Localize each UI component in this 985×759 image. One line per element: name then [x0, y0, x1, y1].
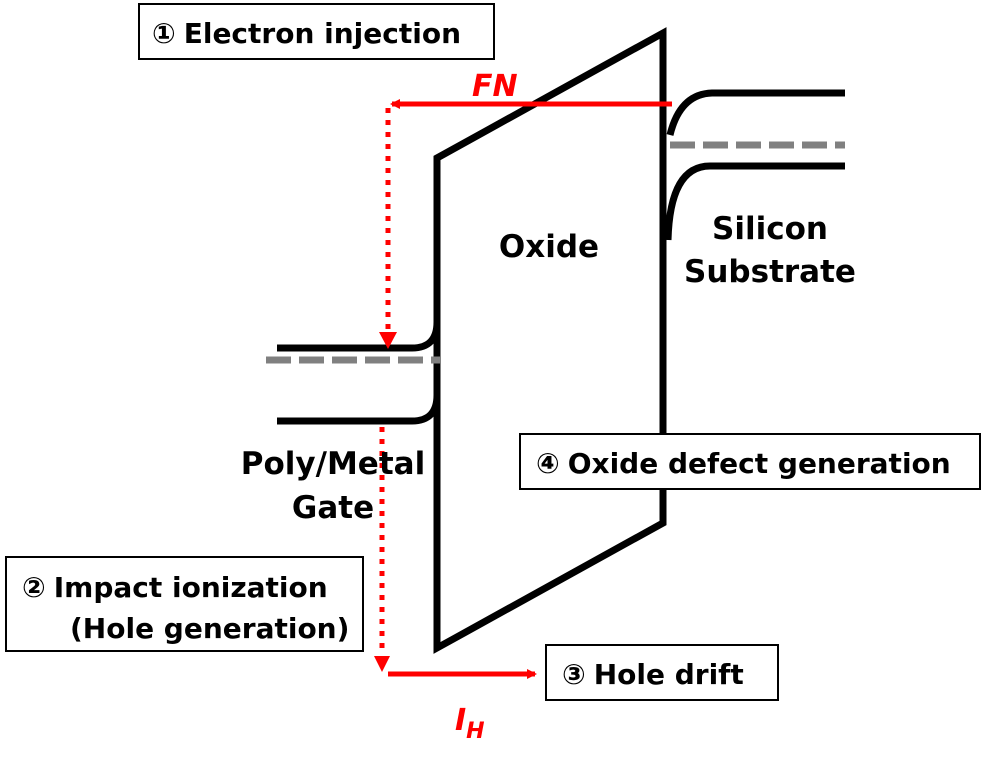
substrate-conduction-band — [666, 89, 845, 136]
oxide-label: Oxide — [499, 229, 599, 265]
step-1-number: ① — [152, 17, 176, 50]
substrate-valence-band — [664, 162, 845, 241]
ih-sub: H — [466, 719, 484, 744]
substrate-label-line2: Substrate — [684, 254, 856, 290]
step-4-text: Oxide defect generation — [568, 447, 951, 480]
ih-main: I — [455, 703, 466, 738]
gate-label-line2: Gate — [292, 490, 374, 526]
step-2-number: ② — [22, 571, 46, 604]
step-3-text: Hole drift — [594, 658, 744, 691]
substrate-label-line1: Silicon — [712, 211, 828, 247]
gate-label-line1: Poly/Metal — [241, 446, 425, 482]
step-3-number: ③ — [562, 658, 586, 691]
step-1-text: Electron injection — [184, 17, 461, 50]
gate-conduction-band — [277, 321, 441, 352]
gate-valence-band — [277, 394, 441, 425]
hole-drop-arrowhead — [374, 656, 390, 672]
fn-label: FN — [472, 69, 518, 104]
step-2-text: Impact ionization — [54, 571, 328, 604]
ih-label: IH — [455, 703, 485, 744]
oxide-band-outline — [433, 27, 667, 654]
step-4-number: ④ — [536, 447, 560, 480]
step-2-text2: (Hole generation) — [70, 612, 349, 645]
electron-drop-arrowhead — [379, 332, 397, 349]
